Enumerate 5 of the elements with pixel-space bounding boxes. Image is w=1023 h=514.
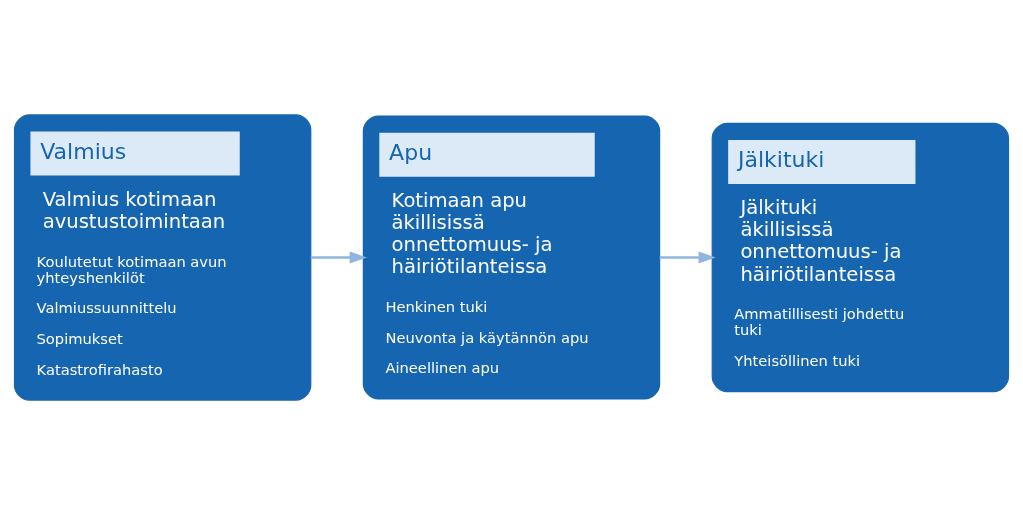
arrow (659, 251, 716, 263)
arrow (310, 251, 367, 263)
node-box: Apu Kotimaan apu äkillisissä onnettomuus- ja häiriötilanteissa Henkinen tuki Neuvonta ja käytännön apu Aineellinen apu (362, 115, 661, 399)
node-box: Jälkituki Jälkituki äkillisissä onnettomuus- ja häiriötilanteissa Ammatillisesti johdettu tuki Yhteisöllinen tuki (711, 122, 1010, 392)
node-box: Valmius Valmius kotimaan avustustoimintaan Koulutetut kotimaan avun yhteyshenkilöt Valmiussuunnittelu Sopimukset Katastrofirahasto (13, 113, 312, 401)
